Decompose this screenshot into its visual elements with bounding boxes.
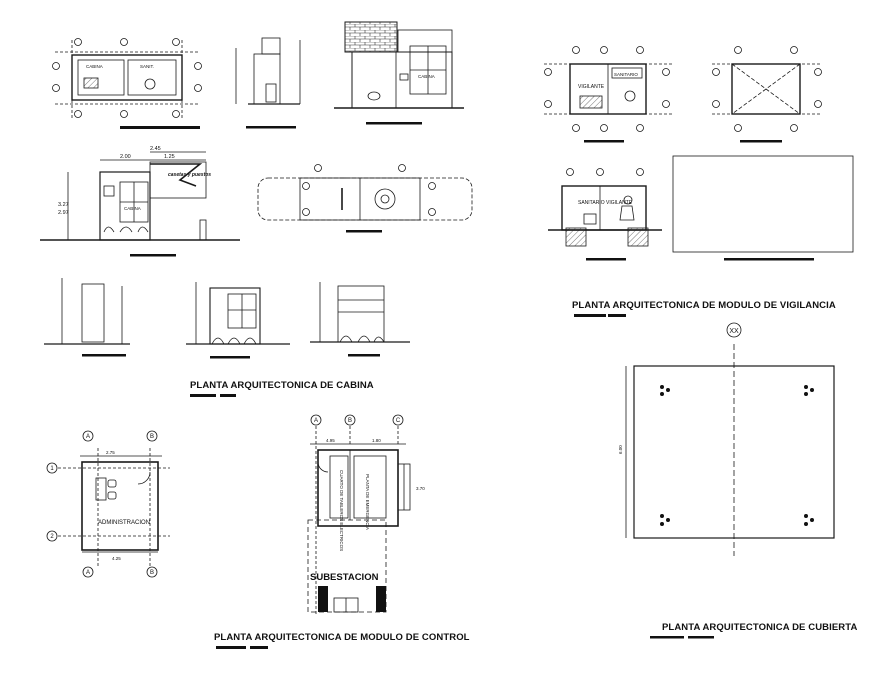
title-bar — [210, 356, 250, 359]
grid-label-c: C — [396, 418, 401, 424]
dim-180: 1.80 — [372, 438, 381, 443]
cabina-rear-elevation — [310, 282, 410, 343]
vigilancia-section — [548, 185, 662, 247]
grid-bubbles-roof — [302, 164, 436, 216]
grid-bubbles-vig2 — [712, 46, 822, 132]
room-label-sanitario-section: SANITARIO — [578, 200, 605, 206]
cubierta-plan — [625, 344, 835, 556]
title-bar — [348, 354, 380, 357]
modulo-control-plan — [307, 426, 411, 616]
room-label-administracion: ADMINISTRACION — [98, 520, 150, 526]
title-bar — [130, 254, 176, 257]
grid-label-1: 1 — [50, 466, 54, 472]
grid-bubble-1 — [46, 462, 58, 474]
dim-495: 4.95 — [326, 438, 335, 443]
grid-bubble-a — [310, 414, 322, 426]
title-bar — [246, 126, 296, 129]
room-label-cuarto-tableros: CUARTO DE TABLEROS ELECTRICOS — [339, 470, 344, 551]
grid-label-a: A — [86, 570, 90, 576]
grid-bubble-b — [146, 430, 158, 442]
grid-bubble-a — [82, 430, 94, 442]
title-bar — [120, 126, 200, 129]
dim-425: 4.25 — [112, 556, 121, 561]
cabina-elevation-logo — [40, 151, 240, 241]
grid-bubble-c — [392, 414, 404, 426]
dim-600: 6.00 — [618, 445, 623, 454]
cabina-roof-plan — [257, 177, 473, 221]
cabina-plan-small: CABINA SANIT. — [55, 40, 200, 118]
title-bar — [650, 636, 684, 639]
logo-text: casetas y puestos — [168, 172, 211, 178]
grid-bubble-a — [82, 566, 94, 578]
dim-370: 3.70 — [416, 486, 425, 491]
caption-cubierta: PLANTA ARQUITECTONICA DE CUBIERTA — [662, 622, 858, 633]
administracion-plan — [58, 448, 170, 566]
room-label-cabina-elev: CABINA — [418, 74, 435, 79]
room-label-vigilante-section: VIGILANTE — [606, 200, 633, 206]
title-bar — [740, 140, 782, 143]
cabina-front-elevation-2 — [186, 282, 290, 345]
title-bar — [366, 122, 422, 125]
room-label-sanitario: SANITARIO — [614, 72, 638, 77]
title-bar — [724, 258, 814, 261]
grid-bubbles-vig3 — [566, 168, 644, 176]
room-label-planta-emergencia: PLANTA DE EMERGENCIA — [365, 474, 370, 530]
title-bar — [586, 258, 626, 261]
cabina-front-elevation-brick — [334, 21, 464, 109]
svg-text:CABINA: CABINA — [86, 64, 103, 69]
caption-vigilancia: PLANTA ARQUITECTONICA DE MODULO DE VIGIL… — [572, 300, 836, 311]
title-bar — [688, 636, 714, 639]
grid-label-a: A — [314, 418, 318, 424]
grid-bubble-b — [146, 566, 158, 578]
dim-327: 3.27 — [58, 202, 69, 208]
caption-bars — [190, 314, 626, 649]
grid-bubble-2 — [46, 530, 58, 542]
cabina-side-elevation-2 — [44, 278, 130, 345]
vigilancia-plan-2 — [712, 63, 820, 115]
grid-bubbles-vig1 — [544, 46, 670, 132]
ridge-label: XX — [729, 328, 739, 335]
title-bar — [82, 354, 126, 357]
grid-label-2: 2 — [50, 534, 54, 540]
grid-label-b: B — [348, 418, 352, 424]
grid-bubble-ridge — [726, 322, 742, 338]
room-label-vigilante: VIGILANTE — [578, 84, 605, 90]
title-bar — [584, 140, 624, 143]
svg-text:SANIT.: SANIT. — [140, 64, 154, 69]
grid-bubbles-plan1 — [52, 38, 202, 118]
dim-125: 1.25 — [164, 154, 175, 160]
grid-label-a: A — [86, 434, 90, 440]
grid-label-b: B — [150, 434, 154, 440]
cabina-side-elevation-1 — [235, 37, 301, 105]
vigilancia-plan-1 — [544, 63, 672, 115]
dim-245: 2.45 — [150, 146, 161, 152]
caption-control: PLANTA ARQUITECTONICA DE MODULO DE CONTR… — [214, 632, 470, 643]
room-label-cabina: CABINA — [124, 206, 141, 211]
dim-297: 2.97 — [58, 210, 69, 216]
grid-bubble-b — [344, 414, 356, 426]
dim-200: 2.00 — [120, 154, 131, 160]
caption-cabina: PLANTA ARQUITECTONICA DE CABINA — [190, 380, 374, 391]
dim-275: 2.75 — [106, 450, 115, 455]
title-bar — [346, 230, 382, 233]
room-label-subestacion: SUBESTACION — [310, 572, 379, 583]
grid-label-b: B — [150, 570, 154, 576]
vigilancia-blank-frame — [672, 155, 854, 253]
